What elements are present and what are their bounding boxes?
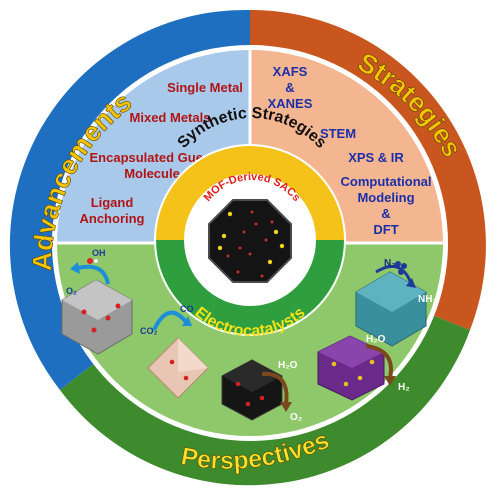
mof-metal-site-dot <box>227 211 233 217</box>
n2-label: N₂ <box>384 258 396 269</box>
mixed-metals-text: Mixed Metals <box>130 110 211 125</box>
xafs-text-line3: XANES <box>268 96 313 111</box>
stem-text: STEM <box>320 126 356 141</box>
xafs-text-line2: & <box>285 80 294 95</box>
mof-metal-site-dot <box>260 274 264 278</box>
mof-metal-site-dot <box>221 233 227 239</box>
encapsulated-text-line2: Molecule <box>124 166 180 181</box>
co-label: CO <box>180 304 194 314</box>
mof-metal-site-dot <box>238 246 242 250</box>
single-metal-text: Single Metal <box>167 80 243 95</box>
mof-metal-site-dot <box>267 259 273 265</box>
computational-text-line2: Modeling <box>357 190 414 205</box>
orr-cube-illustration <box>221 359 292 421</box>
mof-octagon-illustration <box>208 199 292 283</box>
oer-cube-illustration <box>61 258 133 355</box>
mof-metal-site-dot <box>250 210 254 214</box>
mof-metal-site-dot <box>264 238 268 242</box>
co2rr-octahedron-illustration <box>147 310 209 399</box>
mof-metal-site-dot <box>273 229 279 235</box>
mof-metal-site-dot <box>242 230 246 234</box>
computational-text-line4: DFT <box>373 222 398 237</box>
co2-label: CO₂ <box>140 326 158 336</box>
xafs-text-line1: XAFS <box>273 64 308 79</box>
ligand-text-line1: Ligand <box>91 195 134 210</box>
o2-left-label: O₂ <box>66 286 77 296</box>
mof-metal-site-dot <box>270 220 274 224</box>
mof-metal-site-dot <box>279 243 285 249</box>
encapsulated-text-line1: Encapsulated Guest <box>90 150 216 165</box>
h2o-right-label: H₂O <box>366 334 386 345</box>
her-cube-illustration <box>317 335 396 401</box>
computational-text-line1: Computational <box>341 174 432 189</box>
xps-ir-text: XPS & IR <box>348 150 404 165</box>
computational-text-line3: & <box>381 206 390 221</box>
mof-metal-site-dot <box>236 270 240 274</box>
nh3-label: NH₃ <box>418 294 437 305</box>
oh-label: OH <box>92 248 106 258</box>
h2o-mid-label: H₂O <box>278 360 298 371</box>
mof-metal-site-dot <box>254 222 258 226</box>
ligand-text-line2: Anchoring <box>80 211 145 226</box>
h2-label: H₂ <box>398 382 410 393</box>
o2-mid-label: O₂ <box>290 412 302 423</box>
nrr-cube-illustration <box>355 261 427 347</box>
mof-metal-site-dot <box>248 252 252 256</box>
mof-metal-site-dot <box>217 245 223 251</box>
mof-metal-site-dot <box>226 254 230 258</box>
